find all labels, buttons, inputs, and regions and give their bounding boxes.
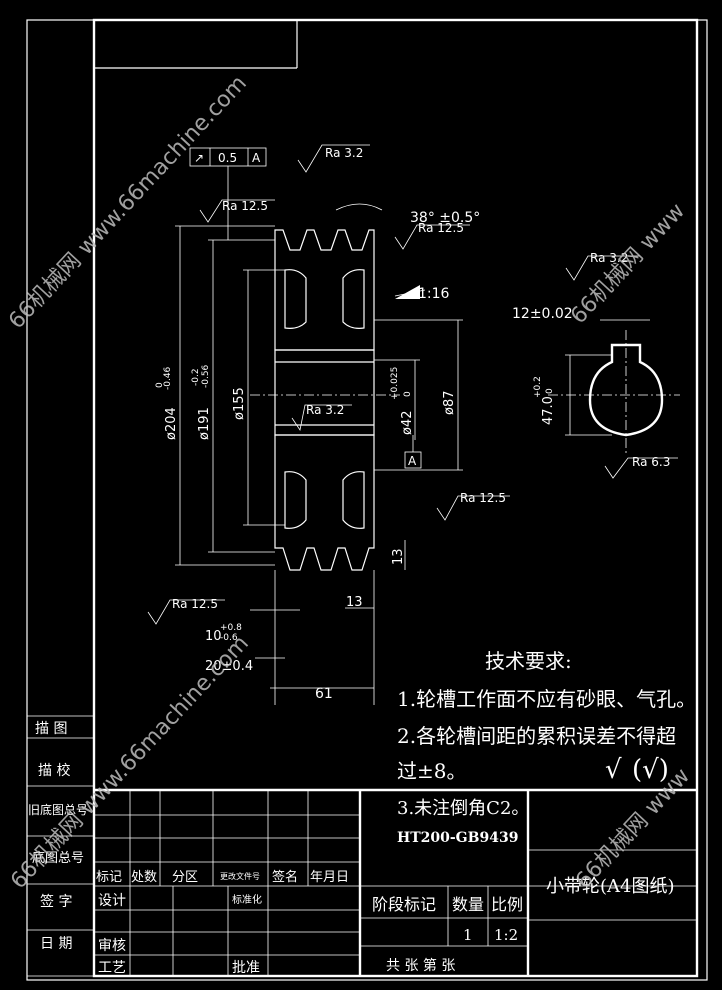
roughness-7: Ra 3.2 bbox=[590, 251, 628, 265]
sheet-frame bbox=[26, 18, 708, 981]
dim-w10-tol: +0.8 bbox=[220, 623, 242, 633]
side-l6: 日 期 bbox=[40, 936, 72, 952]
dim-d42: ø42 bbox=[400, 411, 415, 436]
notes-line-2: 2.各轮槽间距的累积误差不得超 bbox=[397, 724, 676, 748]
tolerance-frame-texts: ↗ 0.5 A A bbox=[194, 151, 417, 468]
tb-doc: 更改文件号 bbox=[220, 871, 260, 881]
dim-w13-horizontal: 13 bbox=[346, 595, 363, 610]
roughness-ticks bbox=[147, 144, 678, 625]
side-l4: 底图总号 bbox=[32, 850, 84, 866]
dim-angle: 38° ±0.5° bbox=[410, 210, 480, 226]
bore bbox=[274, 349, 375, 436]
title-block bbox=[94, 788, 697, 976]
roughness-texts: Ra 3.2 Ra 12.5 Ra 12.5 Ra 3.2 Ra 12.5 Ra… bbox=[172, 146, 670, 611]
dim-d42-tol2: 0 bbox=[403, 391, 413, 397]
notes-heading: 技术要求: bbox=[485, 649, 572, 673]
lower-left-cavity bbox=[284, 471, 307, 529]
tolerance-datum: A bbox=[252, 151, 261, 165]
dim-d204-tol2: -0.46 bbox=[163, 366, 173, 390]
dim-w61: 61 bbox=[315, 686, 333, 702]
roughness-3: Ra 12.5 bbox=[418, 221, 464, 235]
notes-line-3: 过±8。 bbox=[397, 759, 466, 783]
dim-key12: 12±0.02 bbox=[512, 306, 573, 322]
tb-craft: 工艺 bbox=[98, 960, 126, 976]
side-l5: 签 字 bbox=[40, 893, 72, 910]
tb-sheets: 共 张 第 张 bbox=[386, 957, 455, 974]
dim-w20: 20±0.4 bbox=[205, 659, 253, 674]
roughness-6: Ra 12.5 bbox=[172, 597, 218, 611]
part-name: 小带轮(A4图纸) bbox=[546, 876, 675, 897]
roughness-5: Ra 12.5 bbox=[460, 491, 506, 505]
dim-key47: 47.0 bbox=[541, 396, 556, 425]
general-roughness-paren: (√) bbox=[632, 755, 669, 785]
tb-stage: 阶段标记 bbox=[372, 895, 436, 914]
side-block: 描 图 描 校 旧底图总号 底图总号 签 字 日 期 bbox=[27, 715, 94, 977]
dim-w10-tol2: -0.6 bbox=[220, 633, 238, 643]
dim-d155: ø155 bbox=[232, 387, 247, 420]
watermark-1: 66机械网 www.66machine.com bbox=[4, 71, 252, 334]
tb-zone: 分区 bbox=[172, 870, 198, 885]
tb-standard: 标准化 bbox=[232, 893, 262, 906]
dimension-lines bbox=[175, 203, 463, 705]
side-l2: 描 校 bbox=[38, 762, 70, 779]
tb-count: 处数 bbox=[131, 870, 157, 885]
dim-d191-tol: -0.2 bbox=[191, 368, 201, 386]
tb-design: 设计 bbox=[98, 893, 126, 909]
dim-key47-tol: +0.2 bbox=[533, 376, 543, 398]
keyway-view bbox=[548, 319, 680, 455]
tb-ratio-value: 1:2 bbox=[494, 926, 518, 944]
title-block-texts: 标记 处数 分区 更改文件号 签名 年月日 设计 标准化 审核 工艺 批准 阶段… bbox=[96, 869, 675, 976]
lower-right-cavity bbox=[342, 471, 365, 529]
tb-ratio: 比例 bbox=[491, 895, 523, 914]
roughness-2: Ra 12.5 bbox=[222, 199, 268, 213]
notes-line-1: 1.轮槽工作面不应有砂眼、气孔。 bbox=[397, 687, 696, 711]
dim-w13-vertical: 13 bbox=[391, 548, 406, 565]
dim-key47-tol2: 0 bbox=[545, 388, 555, 394]
lower-rim bbox=[274, 434, 375, 571]
pulley-section-view bbox=[250, 229, 400, 571]
tb-review: 审核 bbox=[98, 938, 126, 954]
dim-d87: ø87 bbox=[442, 391, 457, 416]
roughness-4: Ra 3.2 bbox=[306, 403, 344, 417]
tb-qty-value: 1 bbox=[463, 926, 473, 944]
tb-qty: 数量 bbox=[452, 895, 484, 914]
dim-d191: ø191 bbox=[197, 407, 212, 440]
dimension-texts: ø204 0 -0.46 ø191 -0.2 -0.56 ø155 ø42 +0… bbox=[155, 210, 573, 702]
tb-sign: 签名 bbox=[272, 869, 298, 885]
notes-line-4: 3.未注倒角C2。 bbox=[397, 798, 529, 819]
tolerance-value: 0.5 bbox=[218, 151, 237, 165]
side-l3: 旧底图总号 bbox=[28, 802, 88, 817]
tb-mark: 标记 bbox=[96, 870, 122, 885]
upper-left-cavity bbox=[284, 269, 307, 329]
technical-notes: 技术要求: 1.轮槽工作面不应有砂眼、气孔。 2.各轮槽间距的累积误差不得超 过… bbox=[397, 649, 696, 846]
dim-d204-tol: 0 bbox=[155, 382, 165, 388]
dim-d204: ø204 bbox=[164, 407, 179, 440]
side-l1: 描 图 bbox=[35, 721, 67, 737]
watermarks: 66机械网 www.66machine.com 66机械网 www.66mach… bbox=[4, 71, 695, 894]
tb-date: 年月日 bbox=[310, 870, 349, 885]
tolerance-frame bbox=[189, 147, 422, 469]
upper-rim bbox=[274, 229, 375, 351]
runout-icon: ↗ bbox=[194, 151, 204, 165]
dim-w10: 10 bbox=[205, 629, 222, 644]
tb-approve: 批准 bbox=[232, 960, 260, 976]
upper-right-cavity bbox=[342, 269, 365, 329]
dim-d42-tol: +0.025 bbox=[390, 367, 400, 400]
roughness-1: Ra 3.2 bbox=[325, 146, 363, 160]
watermark-3: 66机械网 www bbox=[566, 199, 690, 329]
dim-taper: 1:16 bbox=[418, 286, 450, 302]
datum-label: A bbox=[408, 454, 417, 468]
general-roughness-icon: √ bbox=[605, 755, 622, 785]
dim-d191-tol2: -0.56 bbox=[201, 364, 211, 388]
roughness-8: Ra 6.3 bbox=[632, 455, 670, 469]
material-label: HT200-GB9439 bbox=[397, 830, 518, 846]
